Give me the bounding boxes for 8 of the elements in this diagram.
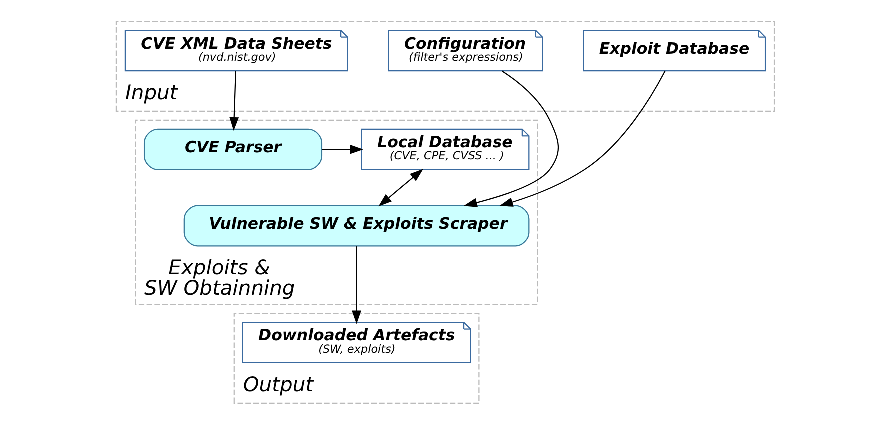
arrow xyxy=(352,246,362,324)
node-box: CVE Parser xyxy=(144,128,323,170)
node-box: Vulnerable SW & Exploits Scraper xyxy=(184,205,530,247)
arrow xyxy=(322,144,364,154)
arrow xyxy=(500,70,666,207)
arrow xyxy=(378,169,424,207)
arrow xyxy=(464,70,559,208)
arrow xyxy=(230,71,240,132)
